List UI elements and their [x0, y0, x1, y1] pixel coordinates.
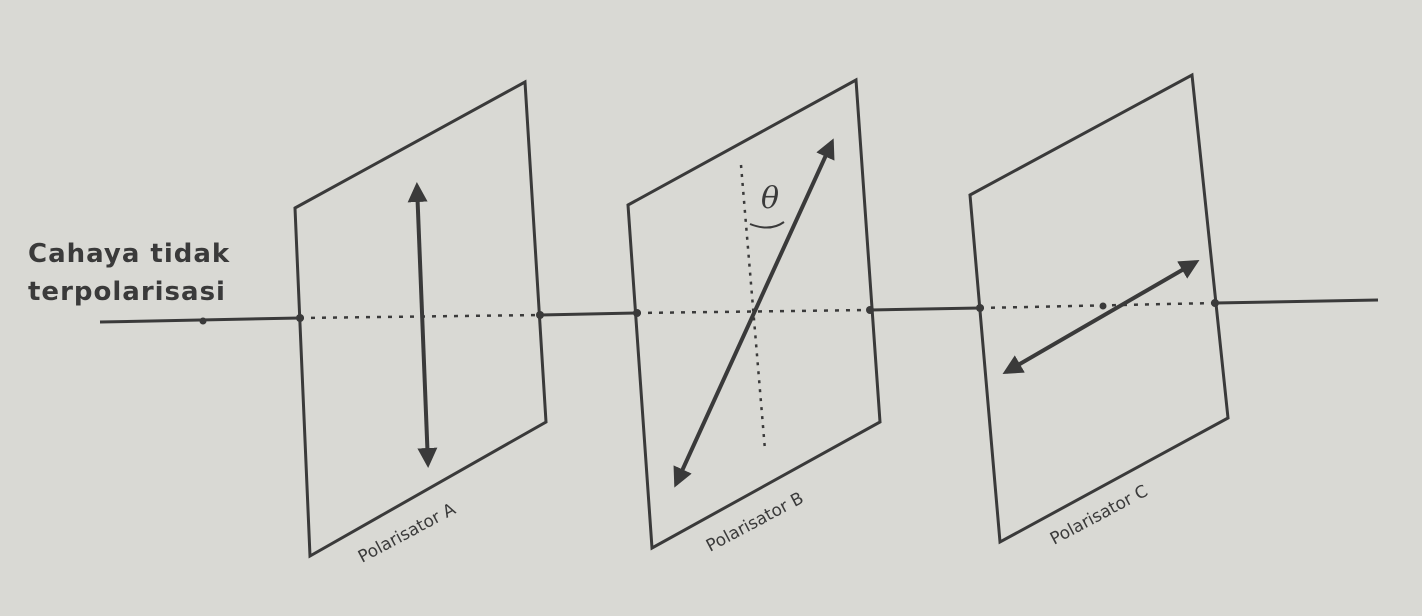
polarizer-c: Polarisator C — [968, 72, 1230, 549]
polarizer-a: Polarisator A — [293, 79, 548, 567]
polarizer-c-exit-dot — [1211, 299, 1219, 307]
polarizer-b-exit-dot — [866, 306, 874, 314]
beam-dot — [199, 317, 207, 325]
polarizer-a-exit-dot — [536, 311, 544, 319]
polarizer-b-label: Polarisator B — [703, 488, 807, 556]
polarizer-c-center-dot — [1099, 302, 1107, 310]
polarizer-c-entry-dot — [976, 304, 984, 312]
polarizer-a-entry-dot — [296, 314, 304, 322]
polarization-axis-b — [673, 138, 835, 488]
beam-through-c — [979, 301, 1216, 310]
polarizer-c-plate — [968, 72, 1230, 545]
polarizer-c-label: Polarisator C — [1047, 481, 1151, 549]
beam-through-a — [299, 313, 541, 320]
polarization-axis-a — [407, 182, 438, 468]
polarizer-b-plate — [626, 77, 882, 551]
beam-between-bc — [869, 306, 981, 312]
light-beam — [99, 298, 1379, 324]
angle-theta: θ — [761, 181, 779, 216]
polarizer-a-label: Polarisator A — [355, 499, 459, 567]
polarizer-b: θ Polarisator B — [626, 77, 882, 556]
polarization-axis-c — [1002, 259, 1200, 375]
beam-between-ab — [539, 311, 638, 317]
beam-outgoing — [1214, 298, 1379, 305]
polarizer-b-entry-dot — [633, 309, 641, 317]
polarizer-a-plate — [293, 79, 548, 559]
light-label-line2: terpolarisasi — [28, 277, 226, 307]
light-label-line1: Cahaya tidak — [28, 239, 230, 269]
angle-arc — [749, 221, 785, 229]
